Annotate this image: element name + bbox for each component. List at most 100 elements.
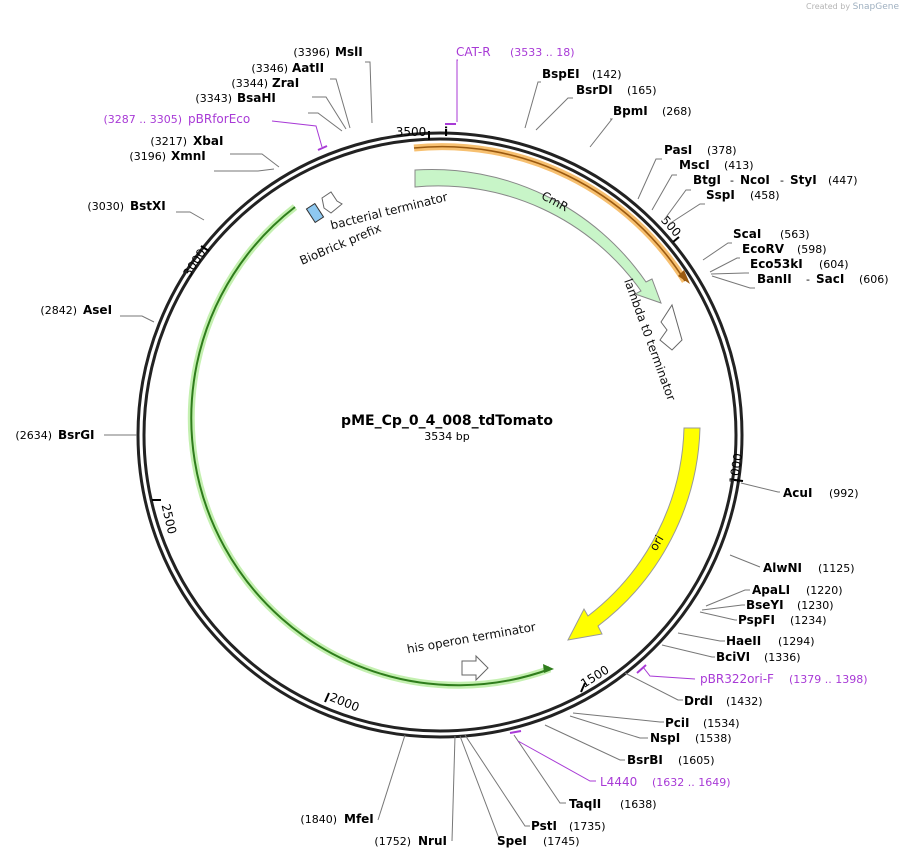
enzyme-pos-taqii: (1638) [620, 798, 657, 811]
enzyme-pos-sspi: (458) [750, 189, 780, 202]
leader-aatii [330, 78, 351, 129]
leader-scai [702, 242, 732, 261]
enzyme-pos-bspei: (142) [592, 68, 622, 81]
enzyme-msli[interactable]: MslI [335, 45, 363, 59]
enzyme-pos-scai: (563) [780, 228, 810, 241]
enzyme-ncoi[interactable]: NcoI [740, 173, 770, 187]
enzyme-pos-bstxi: (3030) [87, 200, 124, 213]
enzyme-pos-bcivi: (1336) [764, 651, 801, 664]
enzyme-pos-bsrbi: (1605) [678, 754, 715, 767]
leader-pcii [572, 712, 664, 723]
enzyme-pos-spei: (1745) [543, 835, 580, 848]
primer-mark-l4440 [509, 730, 522, 734]
enzyme-pos-mfei: (1840) [300, 813, 337, 826]
cmr-arrow[interactable] [414, 168, 662, 304]
enzyme-btgi[interactable]: BtgI [693, 173, 721, 187]
enzyme-mfei[interactable]: MfeI [344, 812, 374, 826]
enzyme-bsahi[interactable]: BsaHI [237, 91, 276, 105]
enzyme-spei[interactable]: SpeI [497, 834, 527, 848]
leader-haeii [677, 632, 725, 642]
enzyme-nspi[interactable]: NspI [650, 731, 680, 745]
enzyme-scai[interactable]: ScaI [733, 227, 761, 241]
enzyme-bseyi[interactable]: BseYI [746, 598, 784, 612]
enzyme-taqii[interactable]: TaqII [569, 797, 601, 811]
leader-banii [711, 275, 755, 289]
orf-green-arc[interactable] [187, 204, 552, 689]
enzyme-bstxi[interactable]: BstXI [130, 199, 166, 213]
credit-prefix: Created by [806, 2, 851, 11]
enzyme-pos-pcii: (1534) [703, 717, 740, 730]
tick-label-2500: 2500 [159, 503, 180, 536]
backbone-inner [142, 137, 738, 733]
enzyme-eco53ki[interactable]: Eco53kI [750, 257, 803, 271]
enzyme-bsrgi[interactable]: BsrGI [58, 428, 95, 442]
leader-apali [705, 589, 750, 607]
enzyme-apali[interactable]: ApaLI [752, 583, 790, 597]
leader-ecorv [709, 257, 740, 273]
enzyme-banii[interactable]: BanII [757, 272, 792, 286]
enzyme-asei[interactable]: AseI [83, 303, 112, 317]
leader-bsahi [308, 112, 343, 132]
leader-acui [740, 482, 780, 493]
tick-2000 [324, 692, 330, 703]
enzyme-styi[interactable]: StyI [790, 173, 817, 187]
enzyme-pos-nspi: (1538) [695, 732, 732, 745]
leader-eco53ki [710, 272, 749, 275]
enzyme-saci[interactable]: SacI [816, 272, 844, 286]
enzyme-acui[interactable]: AcuI [783, 486, 812, 500]
leader-bsrbi [544, 724, 625, 761]
enzyme-bsrdi[interactable]: BsrDI [576, 83, 613, 97]
enzyme-sep-banii: - [806, 273, 810, 286]
enzyme-bspei[interactable]: BspEI [542, 67, 580, 81]
enzyme-pos-msli: (3396) [293, 46, 330, 59]
enzyme-xmni[interactable]: XmnI [171, 149, 206, 163]
enzyme-sep-ncoi: - [780, 174, 784, 187]
tick-500 [672, 236, 680, 243]
enzyme-drdi[interactable]: DrdI [684, 694, 713, 708]
enzyme-pspfi[interactable]: PspFI [738, 613, 775, 627]
leader-bstxi [176, 211, 205, 221]
primer-range-pbrforeco: (3287 .. 3305) [103, 113, 182, 126]
leader-btgi [663, 189, 691, 221]
enzyme-pos-banii: (606) [859, 273, 889, 286]
lambda-terminator-arrow[interactable] [659, 303, 683, 351]
enzyme-alwni[interactable]: AlwNI [763, 561, 802, 575]
his-terminator-arrow[interactable] [461, 654, 489, 682]
enzyme-sspi[interactable]: SspI [706, 188, 735, 202]
leader-xbai [230, 153, 280, 168]
snapgene-credit: Created by SnapGene [806, 2, 899, 12]
primer-cat-r[interactable]: CAT-R [456, 45, 491, 59]
enzyme-pcii[interactable]: PciI [665, 716, 690, 730]
leader-bcivi [661, 644, 715, 658]
biobrick-prefix-box[interactable] [305, 202, 325, 224]
primer-l4440[interactable]: L4440 [600, 775, 637, 789]
enzyme-aatii[interactable]: AatII [292, 61, 324, 75]
enzyme-pos-bsrgi: (2634) [15, 429, 52, 442]
enzyme-pos-alwni: (1125) [818, 562, 855, 575]
enzyme-psti[interactable]: PstI [531, 819, 557, 833]
enzyme-xbai[interactable]: XbaI [193, 134, 223, 148]
enzyme-bcivi[interactable]: BciVI [716, 650, 750, 664]
enzyme-haeii[interactable]: HaeII [726, 634, 761, 648]
leader-zrai [312, 96, 347, 130]
enzyme-pos-pasi: (378) [707, 144, 737, 157]
enzyme-zrai[interactable]: ZraI [272, 76, 299, 90]
leader-psti [464, 734, 530, 827]
enzyme-ecorv[interactable]: EcoRV [742, 242, 785, 256]
enzyme-bpmi[interactable]: BpmI [613, 104, 648, 118]
enzyme-bsrbi[interactable]: BsrBI [627, 753, 663, 767]
enzyme-msci[interactable]: MscI [679, 158, 710, 172]
snapgene-logo: SnapGene [852, 2, 899, 12]
leader-sspi [668, 203, 705, 225]
enzyme-nrui[interactable]: NruI [418, 834, 447, 848]
leader-msci [651, 174, 677, 211]
bacterial-terminator-arrow[interactable] [321, 191, 343, 214]
primer-pbr322ori-f[interactable]: pBR322ori-F [700, 672, 774, 686]
primer-pbrforeco[interactable]: pBRforEco [188, 112, 250, 126]
ori-arrow[interactable] [567, 427, 701, 641]
enzyme-pos-pspfi: (1234) [790, 614, 827, 627]
enzyme-pasi[interactable]: PasI [664, 143, 692, 157]
orf-green-core [190, 206, 551, 687]
primer-leader-pbr322ori-f [642, 666, 696, 680]
tick-1500 [580, 682, 586, 693]
